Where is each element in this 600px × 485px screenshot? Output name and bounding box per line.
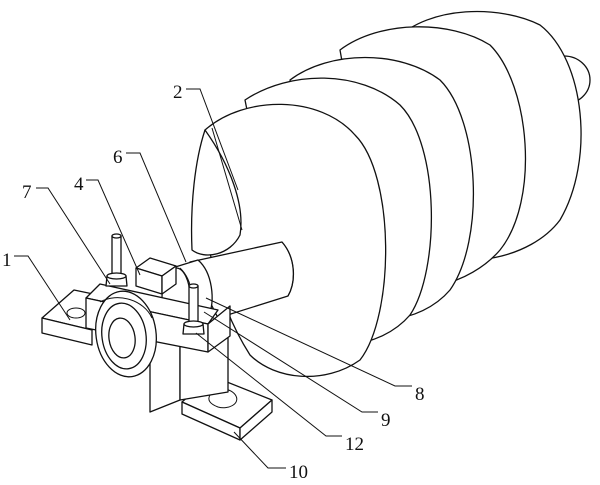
label-12: 12 [345,434,364,455]
bolt-right-tip [188,283,199,289]
leader-8 [205,297,412,387]
left-bolt-hole [66,307,86,319]
auger-lead-edge [211,127,243,231]
leader-2 [186,88,239,191]
bearing-top-rim [99,297,153,319]
leader-7 [36,187,111,285]
label-1: 1 [2,250,12,271]
part-labels: 1 2 4 6 7 8 9 12 10 [2,82,425,483]
label-8: 8 [415,384,425,405]
leader-9 [203,311,378,413]
bolt-right-nut-top [183,320,204,328]
leader-10 [233,431,286,469]
leader-1 [14,255,71,321]
bearing [95,290,157,378]
bolt-right-shank [188,285,199,325]
label-2: 2 [173,82,183,103]
bolt-right [182,283,205,335]
label-7: 7 [22,182,32,203]
bolt-left-nut-top [106,272,127,280]
leader-lines [14,88,412,469]
base-plate-front-left [41,317,93,346]
bolt-left-tip [111,233,122,239]
sensor-box [135,257,177,295]
sensor-box-side [161,265,177,295]
leader-6 [126,152,187,263]
label-4: 4 [74,174,84,195]
mounting-pad-side [239,399,273,441]
spiral-auger [190,10,591,377]
bolt-left [105,233,128,287]
label-6: 6 [113,147,123,168]
label-9: 9 [381,410,391,431]
shaft-end-edge [281,241,294,297]
drive-shaft [189,241,294,319]
bearing-bore [108,317,136,359]
auger-lead-face [190,129,242,256]
label-10: 10 [289,462,308,483]
bolt-left-shank [111,235,122,275]
leader-12 [195,332,342,437]
leader-4 [86,179,141,276]
